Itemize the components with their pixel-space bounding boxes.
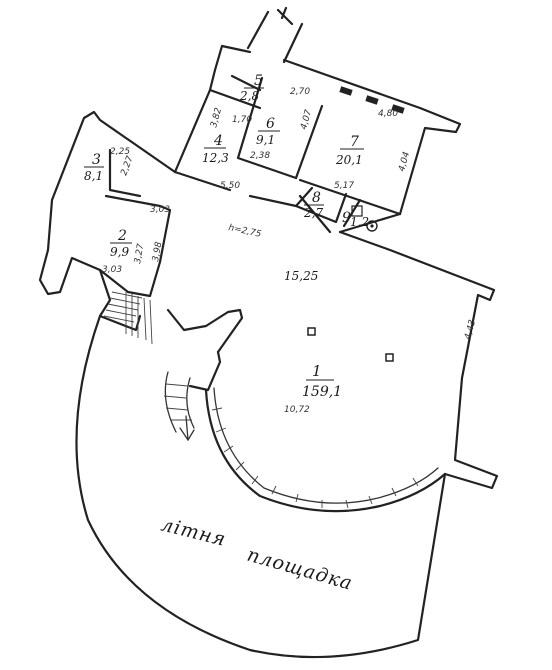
- room-4-number: 4: [213, 133, 223, 149]
- room-1-number: 1: [312, 362, 322, 380]
- room-3-number: 3: [92, 152, 101, 168]
- dim-4-80: 4,80: [378, 109, 398, 119]
- room-9-area: 1,2: [350, 215, 369, 229]
- dim-hall-depth: 10,72: [284, 405, 310, 415]
- wall-room-2: [98, 194, 172, 298]
- stair-outline: [98, 268, 244, 354]
- dim-2-70: 2,70: [290, 87, 310, 97]
- stair-column: [188, 350, 222, 392]
- west-wing-outline: [38, 110, 177, 296]
- window-1: [339, 86, 353, 96]
- room-8-number: 8: [312, 190, 321, 206]
- interior-walls: [98, 74, 402, 298]
- dim-3-98: 3,98: [151, 241, 164, 263]
- column-1: [307, 327, 316, 336]
- terrace-inner-curve-2: [213, 387, 439, 504]
- column-2: [385, 353, 394, 362]
- room-9-number: 9: [342, 210, 351, 226]
- dim-3-03-top: 3,03: [150, 205, 170, 215]
- dim-right-wall: 4,43: [463, 319, 478, 341]
- dim-3-03-bottom: 3,03: [102, 265, 122, 275]
- room-6-number: 6: [266, 116, 275, 132]
- room-4-area: 12,3: [202, 151, 229, 165]
- entrance-stub: [246, 6, 304, 64]
- room-3-area: 8,1: [84, 169, 103, 183]
- stairs-hatch: [103, 291, 195, 442]
- sink-drain: [370, 224, 374, 228]
- toilet-icon: [351, 205, 363, 217]
- dim-1-70: 1,70: [232, 115, 252, 125]
- wall-room-6-7: [294, 104, 324, 180]
- hall-outline: [338, 230, 499, 490]
- dim-4-04: 4,04: [397, 151, 412, 173]
- dim-3-82: 3,82: [209, 107, 224, 129]
- room-7-number: 7: [350, 134, 359, 150]
- terrace-label-word1: літня: [159, 514, 229, 551]
- window-3: [391, 104, 405, 114]
- room-7-area: 20,1: [335, 153, 363, 167]
- room-2-area: 9,9: [110, 245, 129, 259]
- dimension-labels: 15,25 10,72 4,43 5,50 h=2,75 2,25 2,27 3…: [102, 87, 478, 415]
- dim-hall-width: 15,25: [284, 269, 318, 283]
- terrace-label: літня площадка: [159, 514, 356, 595]
- room-6-area: 9,1: [256, 133, 275, 147]
- room-2-number: 2: [117, 228, 127, 244]
- dim-3-27: 3,27: [133, 243, 146, 265]
- room-5-area: 2,8: [239, 89, 259, 103]
- terrace-inner-curve: [204, 388, 447, 513]
- window-2: [365, 95, 379, 105]
- terrace-outline: [75, 314, 447, 659]
- outer-walls: [38, 6, 499, 490]
- dim-2-38: 2,38: [250, 151, 270, 161]
- dim-2-27: 2,27: [119, 155, 135, 178]
- dim-5-17: 5,17: [334, 181, 354, 191]
- room-labels: 1 159,1 2 9,9 3 8,1 4 12,3 5 2,8 6 9,1 7…: [84, 73, 369, 400]
- dim-2-25: 2,25: [110, 147, 130, 157]
- upper-block-outline: [173, 44, 462, 234]
- wall-room-7-bottom: [298, 178, 402, 216]
- wall-room-3-right: [108, 148, 142, 198]
- room-1-area: 159,1: [302, 384, 342, 400]
- dim-ceiling-height: h=2,75: [227, 223, 262, 240]
- terrace-label-word2: площадка: [245, 544, 356, 595]
- room-8-area: 2,7: [303, 206, 323, 220]
- terrace-outer-curve: [75, 314, 447, 659]
- windows: [307, 86, 405, 362]
- wall-corridor: [173, 170, 298, 208]
- dim-4-07: 4,07: [299, 109, 314, 131]
- sink-icon: [366, 220, 378, 232]
- dim-corridor: 5,50: [220, 181, 240, 191]
- wall-room-5-6: [236, 76, 298, 180]
- room-5-number: 5: [254, 73, 263, 89]
